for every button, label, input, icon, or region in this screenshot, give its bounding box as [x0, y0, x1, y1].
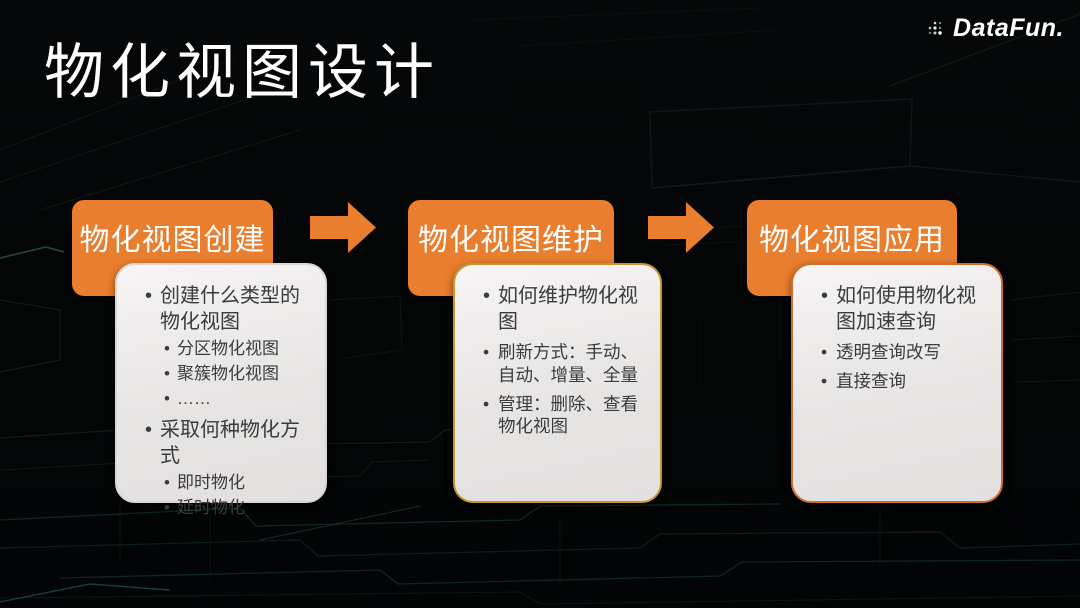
- bullet-list: 创建什么类型的物化视图 分区物化视图 聚簇物化视图 …… 采取何种物化方式 即时…: [117, 265, 325, 520]
- bullet-item: ……: [162, 388, 311, 410]
- datafun-logo-text: DataFun.: [953, 14, 1064, 42]
- bullet-item: 透明查询改写: [819, 341, 987, 364]
- stage-body-maintenance: 如何维护物化视图 刷新方式：手动、自动、增量、全量 管理：删除、查看物化视图: [453, 263, 662, 503]
- flow-arrow-icon: [648, 202, 714, 253]
- bullet-item: 延时物化: [162, 497, 311, 519]
- datafun-logo: DataFun.: [926, 14, 1064, 43]
- bullet-list: 如何使用物化视图加速查询 透明查询改写 直接查询: [793, 265, 1001, 393]
- stage-body-application: 如何使用物化视图加速查询 透明查询改写 直接查询: [791, 263, 1003, 503]
- bullet-item: 即时物化: [162, 472, 311, 494]
- flow-arrow-icon: [310, 202, 376, 253]
- datafun-logo-dots-icon: [928, 21, 942, 35]
- bullet-item: 管理：删除、查看物化视图: [481, 393, 646, 439]
- stage-body-creation: 创建什么类型的物化视图 分区物化视图 聚簇物化视图 …… 采取何种物化方式 即时…: [115, 263, 327, 520]
- bullet-list: 如何维护物化视图 刷新方式：手动、自动、增量、全量 管理：删除、查看物化视图: [455, 265, 660, 438]
- bullet-item: 分区物化视图: [162, 338, 311, 360]
- bullet-item: 刷新方式：手动、自动、增量、全量: [481, 341, 646, 387]
- bullet-item: 如何使用物化视图加速查询: [819, 283, 987, 335]
- bullet-item: 直接查询: [819, 370, 987, 393]
- page-title: 物化视图设计: [44, 39, 440, 106]
- bullet-item: 聚簇物化视图: [162, 363, 311, 385]
- bullet-item: 如何维护物化视图: [481, 283, 646, 335]
- bullet-item: 创建什么类型的物化视图: [143, 283, 311, 335]
- bullet-item: 采取何种物化方式: [143, 417, 311, 469]
